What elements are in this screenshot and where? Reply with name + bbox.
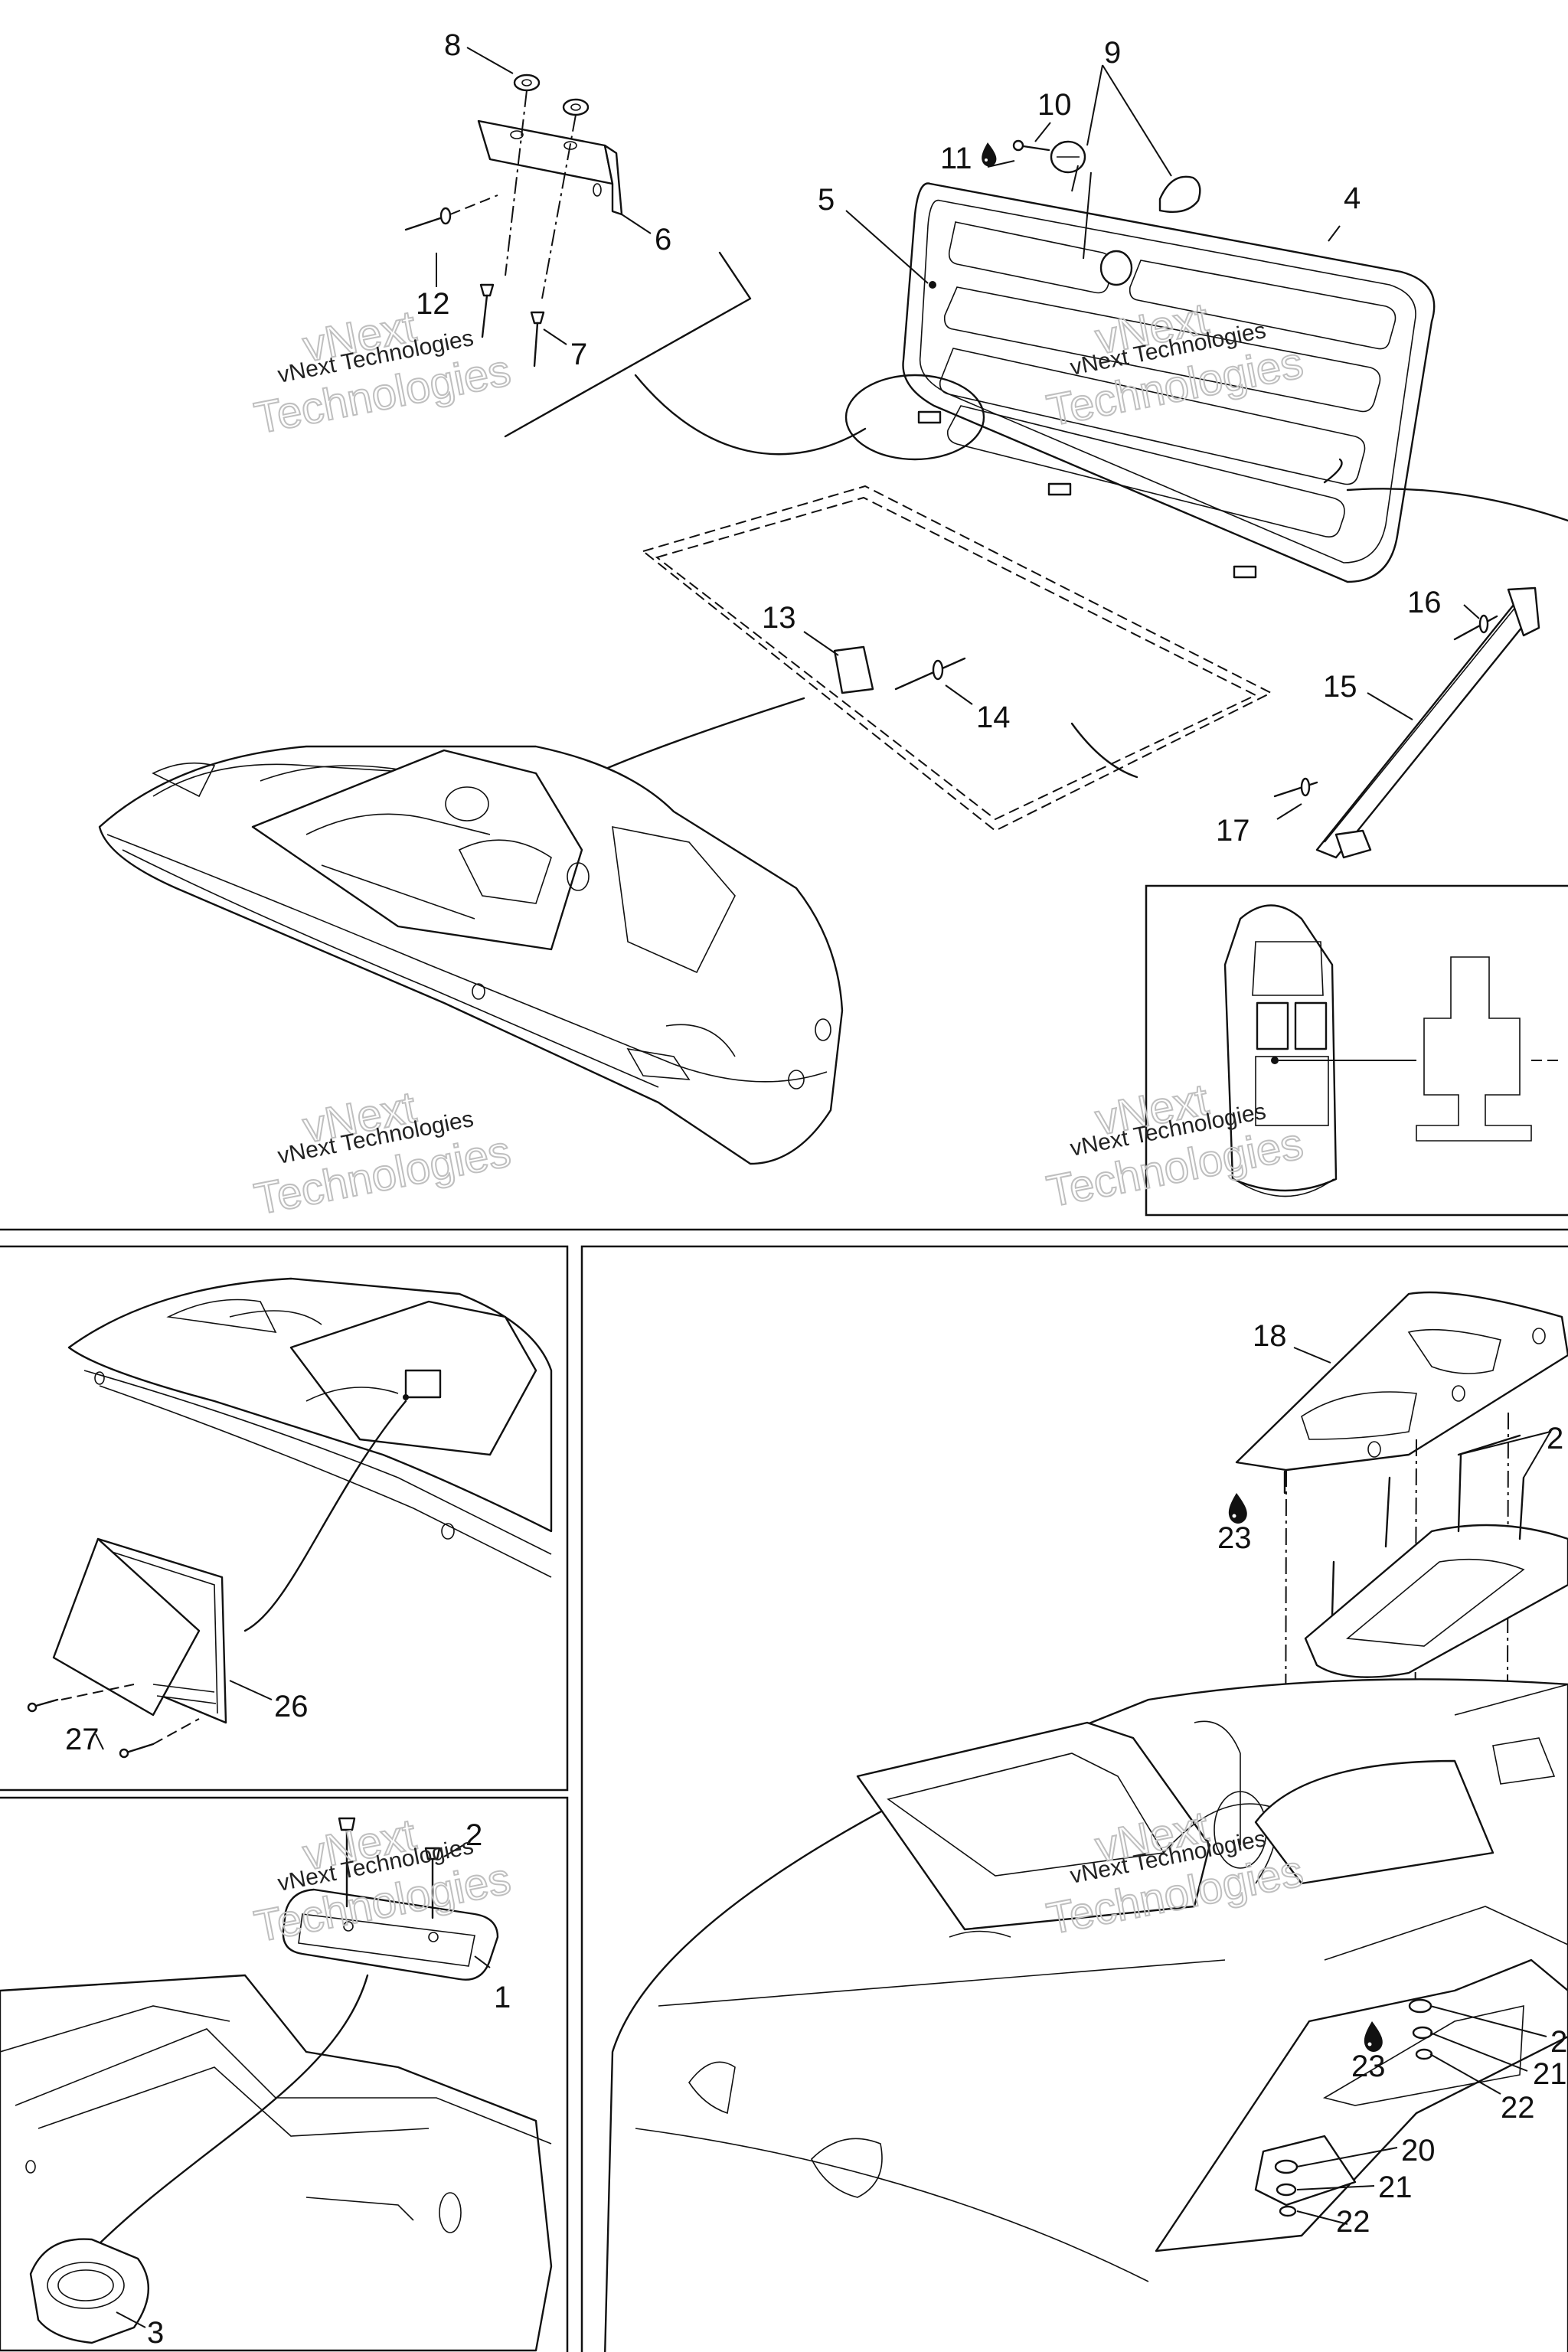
callout-16: 16 <box>1407 586 1442 619</box>
callout-15: 15 <box>1323 670 1357 704</box>
gas-spring <box>1315 586 1540 859</box>
droplet-icon <box>1364 2021 1383 2052</box>
callout-21-right: 21 <box>1533 2057 1567 2091</box>
callout-1: 1 <box>494 1981 511 2014</box>
callout-22-left: 22 <box>1336 2205 1370 2239</box>
callout-12: 12 <box>416 287 450 321</box>
bracket-assembly <box>404 47 867 456</box>
callout-22-right: 22 <box>1501 2091 1535 2125</box>
callout-27: 27 <box>65 1723 100 1756</box>
boat-overview-top <box>98 745 844 1165</box>
callout-21-left: 21 <box>1378 2171 1413 2204</box>
access-door-panel <box>27 1277 553 1759</box>
callout-11: 11 <box>940 142 972 175</box>
callout-6: 6 <box>655 223 671 256</box>
hatch-cover-panel <box>0 1817 553 2352</box>
callout-4: 4 <box>1344 181 1361 215</box>
callout-26: 26 <box>274 1690 309 1723</box>
callout-14: 14 <box>976 701 1011 734</box>
panel-frames <box>0 884 1568 2352</box>
callout-18: 18 <box>1253 1319 1287 1353</box>
callout-5: 5 <box>818 183 835 217</box>
callout-7: 7 <box>570 338 587 371</box>
callout-20: 20 <box>1401 2134 1436 2167</box>
rear-hatch-panel <box>603 1291 1568 2352</box>
callout-23-bottom: 23 <box>1351 2050 1386 2083</box>
storage-opening <box>534 485 1318 832</box>
storage-lid <box>844 64 1568 583</box>
callout-labels: 8 6 7 12 9 10 11 5 4 13 14 16 15 17 26 2… <box>65 28 1567 2350</box>
callout-23-top: 23 <box>1217 1521 1252 1555</box>
callout-17: 17 <box>1216 814 1250 848</box>
callout-9: 9 <box>1104 36 1121 70</box>
callout-8: 8 <box>444 28 461 62</box>
callout-2-rear-bottom: 2 <box>1550 2025 1567 2059</box>
droplet-icon <box>982 142 997 167</box>
callout-10: 10 <box>1037 88 1072 122</box>
callout-2-rear-top: 2 <box>1547 1422 1563 1455</box>
callout-13: 13 <box>762 601 796 635</box>
droplet-icon <box>1228 1493 1247 1524</box>
callout-2: 2 <box>466 1818 482 1852</box>
callout-3: 3 <box>147 2316 164 2350</box>
inset-locator <box>1223 904 1562 1197</box>
